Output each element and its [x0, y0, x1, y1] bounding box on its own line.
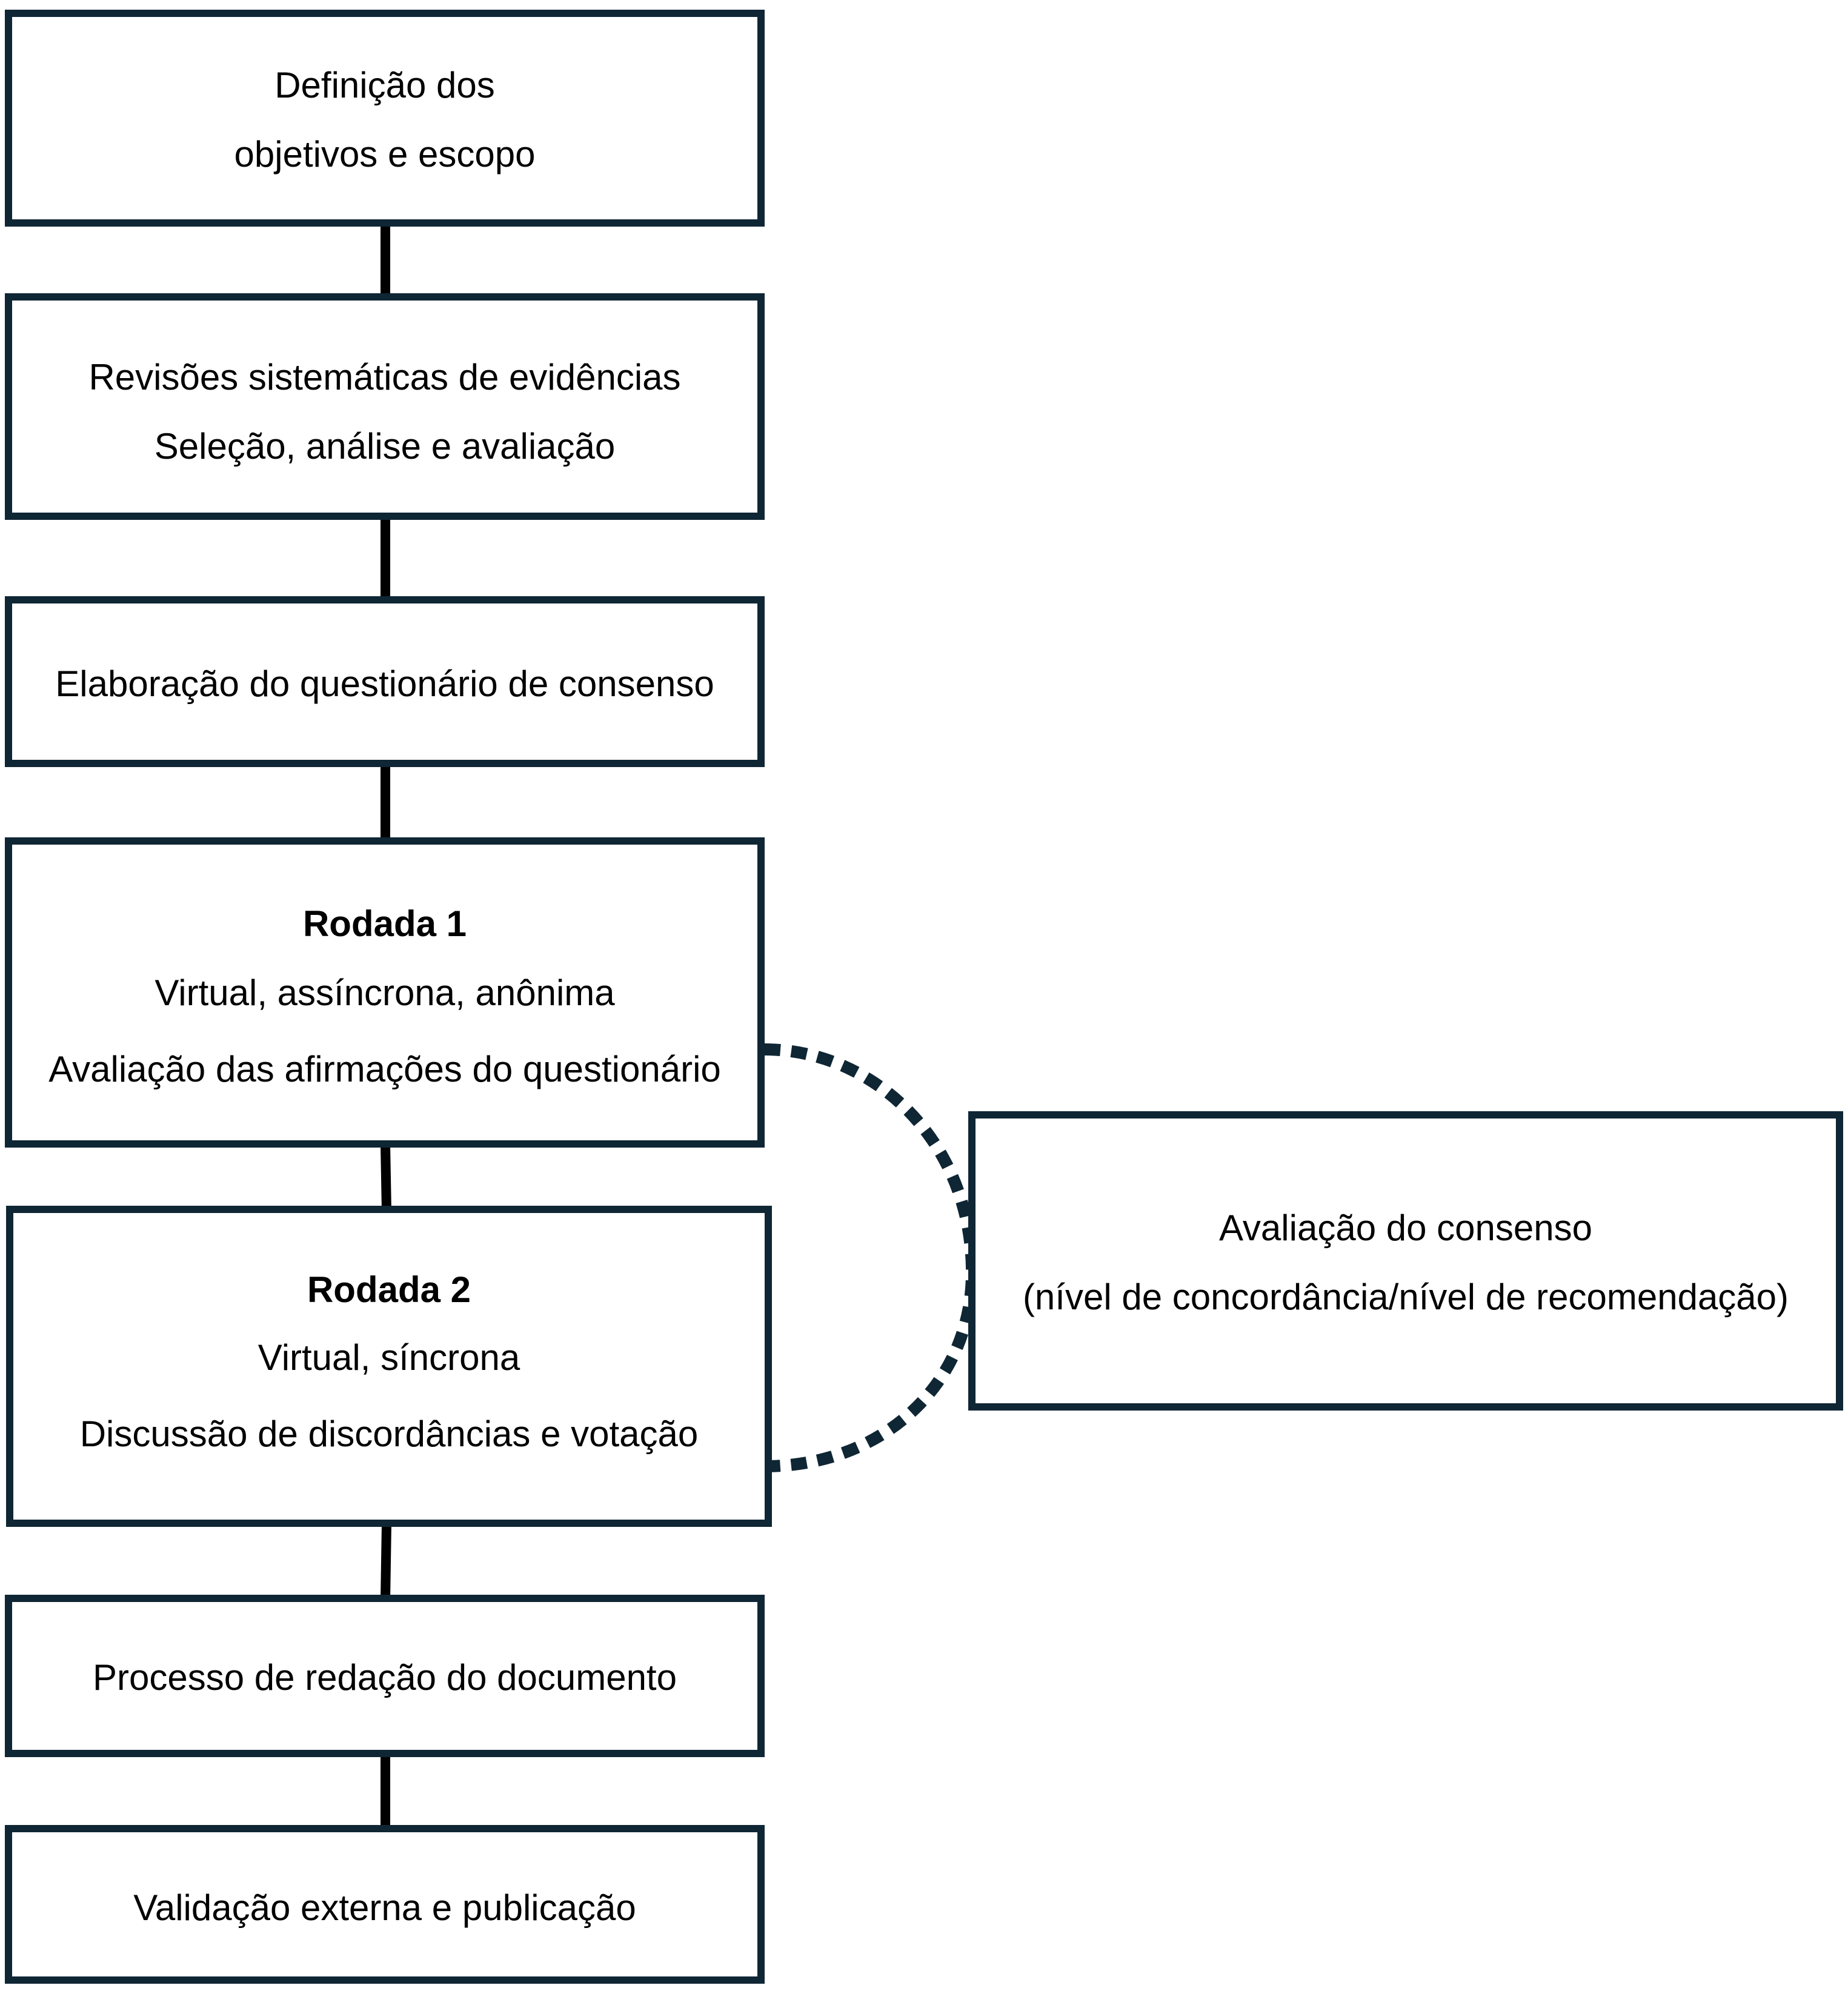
step-6-line-1: Processo de redação do documento — [93, 1657, 677, 1698]
step-systematic-reviews: Revisões sistemáticas de evidências Sele… — [5, 293, 765, 520]
connector-5-6 — [381, 1524, 391, 1600]
step-objectives-scope: Definição dos objetivos e escopo — [5, 10, 765, 227]
side-box-consensus-evaluation: Avaliação do consenso (nível de concordâ… — [968, 1111, 1843, 1411]
step-5-title: Rodada 2 — [307, 1269, 471, 1310]
step-1-line-1: Definição dos — [274, 65, 495, 105]
step-round-2: Rodada 2 Virtual, síncrona Discussão de … — [6, 1206, 772, 1527]
step-1-line-2: objetivos e escopo — [234, 134, 536, 175]
side-box-line-2: (nível de concordância/nível de recomend… — [1022, 1277, 1789, 1317]
step-4-line-1: Virtual, assíncrona, anônima — [155, 972, 615, 1013]
step-5-line-1: Virtual, síncrona — [258, 1337, 520, 1378]
dotted-feedback-loop — [764, 1043, 979, 1472]
step-7-line-1: Validação externa e publicação — [133, 1887, 636, 1928]
step-validation-publication: Validação externa e publicação — [5, 1825, 765, 1984]
connector-4-5 — [381, 1145, 391, 1211]
side-box-line-1: Avaliação do consenso — [1219, 1208, 1592, 1248]
step-2-line-2: Seleção, análise e avaliação — [154, 426, 616, 467]
step-5-line-2: Discussão de discordâncias e votação — [79, 1414, 699, 1454]
step-document-drafting: Processo de redação do documento — [5, 1595, 765, 1757]
step-4-line-2: Avaliação das afirmações do questionário — [48, 1049, 721, 1089]
step-questionnaire: Elaboração do questionário de consenso — [5, 596, 765, 767]
step-3-line-1: Elaboração do questionário de consenso — [55, 663, 714, 704]
step-round-1: Rodada 1 Virtual, assíncrona, anônima Av… — [5, 837, 765, 1148]
step-4-title: Rodada 1 — [302, 903, 467, 944]
step-2-line-1: Revisões sistemáticas de evidências — [88, 357, 681, 397]
